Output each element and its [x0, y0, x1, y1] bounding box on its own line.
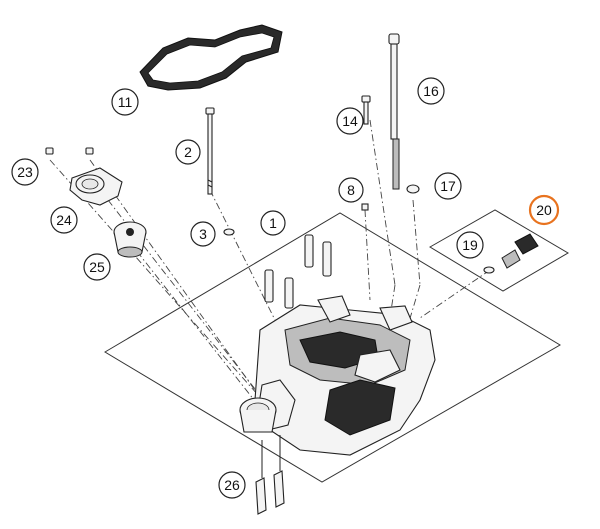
callout-1[interactable]: 1 [260, 210, 286, 236]
callout-19[interactable]: 19 [456, 231, 484, 259]
callout-23[interactable]: 23 [11, 158, 39, 186]
svg-text:17: 17 [440, 178, 456, 194]
svg-text:1: 1 [269, 215, 277, 231]
callout-14[interactable]: 14 [336, 107, 364, 135]
callout-20-highlighted[interactable]: 20 [528, 194, 560, 226]
main-assembly-plate [104, 212, 561, 483]
sensor-inset-plate [429, 209, 569, 292]
washer-part-17 [406, 184, 420, 194]
valve-guides [264, 234, 332, 309]
thermostat-part-25 [113, 221, 147, 258]
svg-text:24: 24 [56, 212, 72, 228]
svg-text:26: 26 [224, 477, 240, 493]
svg-text:11: 11 [118, 94, 133, 110]
callout-11[interactable]: 11 [111, 88, 139, 116]
washer-part-3 [223, 228, 235, 236]
svg-text:8: 8 [347, 182, 355, 198]
svg-text:16: 16 [423, 83, 439, 99]
stud-part-26 [255, 435, 285, 515]
svg-text:23: 23 [17, 164, 33, 180]
svg-text:19: 19 [462, 237, 478, 253]
pin-part-8 [361, 203, 369, 211]
callout-24[interactable]: 24 [50, 206, 78, 234]
gasket-part [139, 24, 283, 91]
callout-2[interactable]: 2 [175, 139, 201, 165]
svg-text:20: 20 [536, 202, 552, 218]
svg-text:14: 14 [342, 113, 358, 129]
callout-8[interactable]: 8 [338, 177, 364, 203]
callout-16[interactable]: 16 [417, 77, 445, 105]
svg-text:25: 25 [89, 259, 105, 275]
callout-17[interactable]: 17 [434, 172, 462, 200]
svg-text:2: 2 [184, 144, 192, 160]
callout-26[interactable]: 26 [218, 471, 246, 499]
callout-25[interactable]: 25 [83, 253, 111, 281]
svg-text:3: 3 [199, 226, 207, 242]
stud-part-16 [388, 33, 400, 190]
bolt-part-2 [205, 107, 215, 195]
housing-part-24 [69, 167, 123, 206]
callout-3[interactable]: 3 [190, 221, 216, 247]
cylinder-head-part-1 [239, 295, 436, 456]
sensor-part-20 [483, 233, 539, 274]
bolt-part-14 [361, 95, 371, 125]
screw-part-23 [45, 147, 94, 155]
